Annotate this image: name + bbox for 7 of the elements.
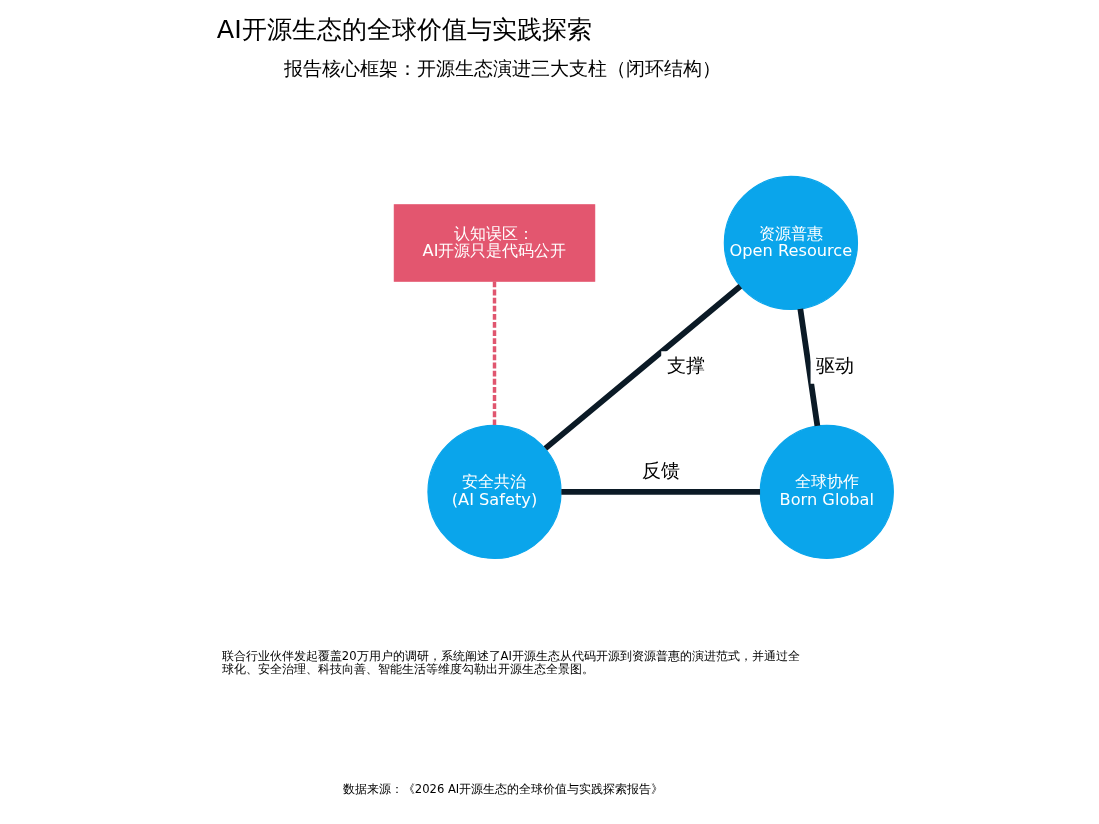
label: 报告核心框架：开源生态演进三大支柱（闭环结构）	[284, 58, 722, 80]
edge-label: 支撑	[667, 354, 706, 376]
label: 联合行业伙伴发起覆盖20万用户的调研，系统阐述了AI开源生态从代码开源到资源普惠的演进范式，并通过全球化、安全治理、科技向善、智能生活等维度勾勒出开源生态全景图。	[221, 649, 800, 677]
label: 数据来源：《2026 AI开源生态的全球价值与实践探索报告》	[342, 781, 664, 796]
diagram-title: AI开源生态的全球价值与实践探索	[216, 14, 592, 45]
edge-label: 反馈	[642, 459, 681, 481]
edge-label: 驱动	[816, 354, 855, 376]
